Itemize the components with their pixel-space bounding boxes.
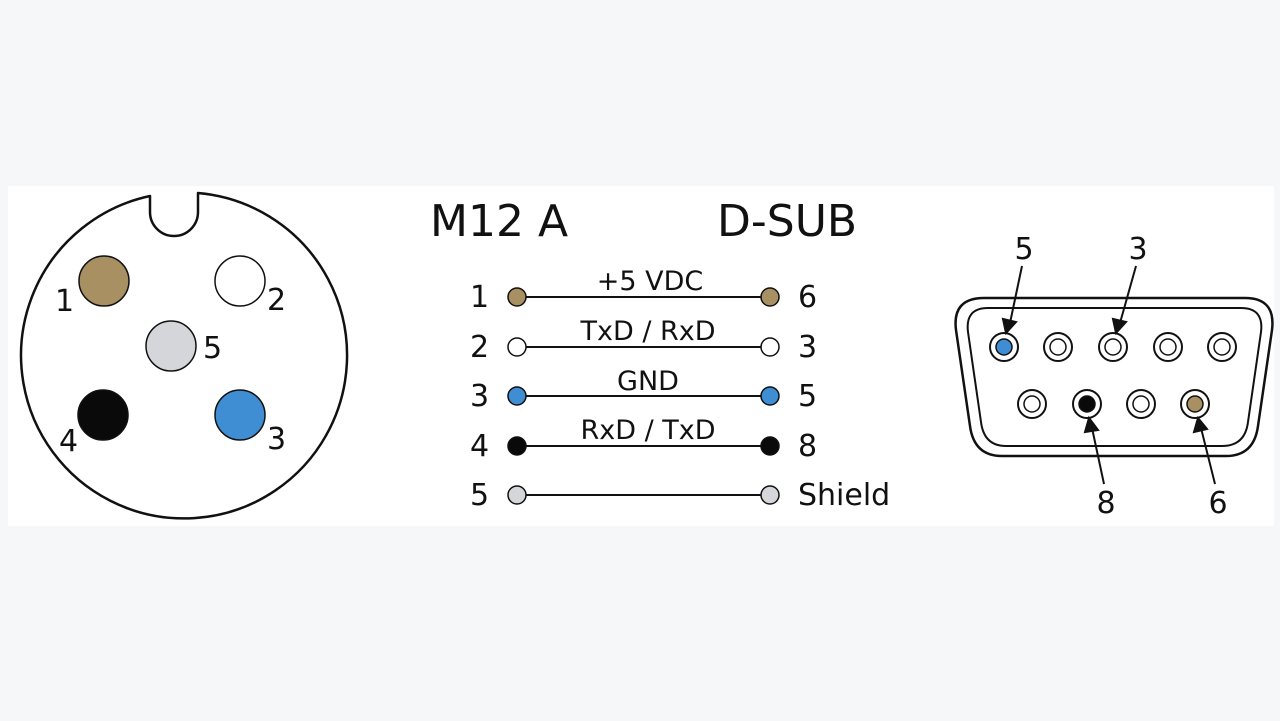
- dsub-pin-core: [1213, 338, 1231, 356]
- dsub-pin-bottom-1: [1017, 389, 1047, 419]
- wire-row: 2 TxD / RxD 3: [470, 316, 817, 365]
- dsub-pin-core: [1186, 395, 1204, 413]
- wire-dot-left: [507, 287, 527, 307]
- wire-signal-label: GND: [617, 366, 679, 397]
- title-m12: M12 A: [430, 196, 568, 247]
- dsub-pin-top-2: [1043, 332, 1073, 362]
- m12-pin-label-4: 4: [59, 424, 78, 459]
- callout-arrow-8: [1083, 415, 1105, 485]
- dsub-pin-core: [1132, 395, 1150, 413]
- m12-pin-2: [214, 255, 266, 307]
- dsub-callout-label-3: 3: [1128, 232, 1147, 267]
- dsub-pin-top-5: [1207, 332, 1237, 362]
- m12-connector: 1 2 5 4 3: [19, 191, 349, 520]
- wire-m12-pin: 1: [470, 280, 489, 315]
- wiring-table: 1 +5 VDC 6 2 TxD / RxD 3 3: [470, 266, 890, 513]
- dsub-pin-core: [995, 338, 1013, 356]
- dsub-pin-core: [1049, 338, 1067, 356]
- wire-signal-label: RxD / TxD: [580, 415, 715, 446]
- wire-dot-right: [760, 337, 780, 357]
- dsub-pin-top-1: [989, 332, 1019, 362]
- title-dsub: D-SUB: [717, 196, 857, 247]
- wire-signal-label: +5 VDC: [597, 266, 704, 297]
- wire-dsub-pin: Shield: [798, 478, 890, 513]
- dsub-pin-bottom-2: [1072, 389, 1102, 419]
- wire-dsub-pin: 8: [798, 429, 817, 464]
- wire-row: 1 +5 VDC 6: [470, 266, 817, 315]
- dsub-connector: 5 3 8 6: [954, 232, 1274, 521]
- wire-dsub-pin: 5: [798, 379, 817, 414]
- m12-pin-3: [214, 389, 266, 441]
- dsub-pin-core: [1078, 395, 1096, 413]
- wire-dot-left: [507, 337, 527, 357]
- callout-arrow-5: [1001, 265, 1023, 336]
- wire-row: 4 RxD / TxD 8: [470, 415, 817, 464]
- dsub-callout-label-5: 5: [1014, 232, 1033, 267]
- m12-pin-4: [77, 389, 129, 441]
- wire-signal-label: TxD / RxD: [579, 316, 715, 347]
- dsub-pin-top-4: [1153, 332, 1183, 362]
- wire-m12-pin: 5: [470, 478, 489, 513]
- wire-dot-left: [507, 436, 527, 456]
- callout-arrow-3: [1111, 265, 1137, 336]
- wire-row: 5 Shield: [470, 478, 890, 513]
- dsub-callout-label-6: 6: [1208, 486, 1227, 521]
- wire-m12-pin: 3: [470, 379, 489, 414]
- wire-dot-left: [507, 485, 527, 505]
- dsub-shell-inner: [966, 307, 1263, 447]
- wire-dsub-pin: 6: [798, 280, 817, 315]
- m12-pin-label-5: 5: [203, 331, 222, 366]
- dsub-callout-label-8: 8: [1096, 486, 1115, 521]
- wire-dsub-pin: 3: [798, 330, 817, 365]
- wire-m12-pin: 4: [470, 429, 489, 464]
- wire-dot-right: [760, 436, 780, 456]
- m12-pin-5: [145, 320, 197, 372]
- m12-pin-label-2: 2: [267, 283, 286, 318]
- dsub-pin-bottom-4: [1180, 389, 1210, 419]
- wire-m12-pin: 2: [470, 330, 489, 365]
- wire-dot-right: [760, 386, 780, 406]
- m12-pin-label-1: 1: [55, 284, 74, 319]
- wire-dot-left: [507, 386, 527, 406]
- dsub-pin-core: [1159, 338, 1177, 356]
- callout-arrow-6: [1192, 415, 1216, 485]
- m12-pin-label-3: 3: [267, 422, 286, 457]
- dsub-pin-bottom-3: [1126, 389, 1156, 419]
- wire-dot-right: [760, 485, 780, 505]
- m12-pin-1: [78, 255, 130, 307]
- dsub-pin-core: [1023, 395, 1041, 413]
- dsub-pin-core: [1104, 338, 1122, 356]
- dsub-pin-top-3: [1098, 332, 1128, 362]
- wire-row: 3 GND 5: [470, 366, 817, 414]
- wire-dot-right: [760, 287, 780, 307]
